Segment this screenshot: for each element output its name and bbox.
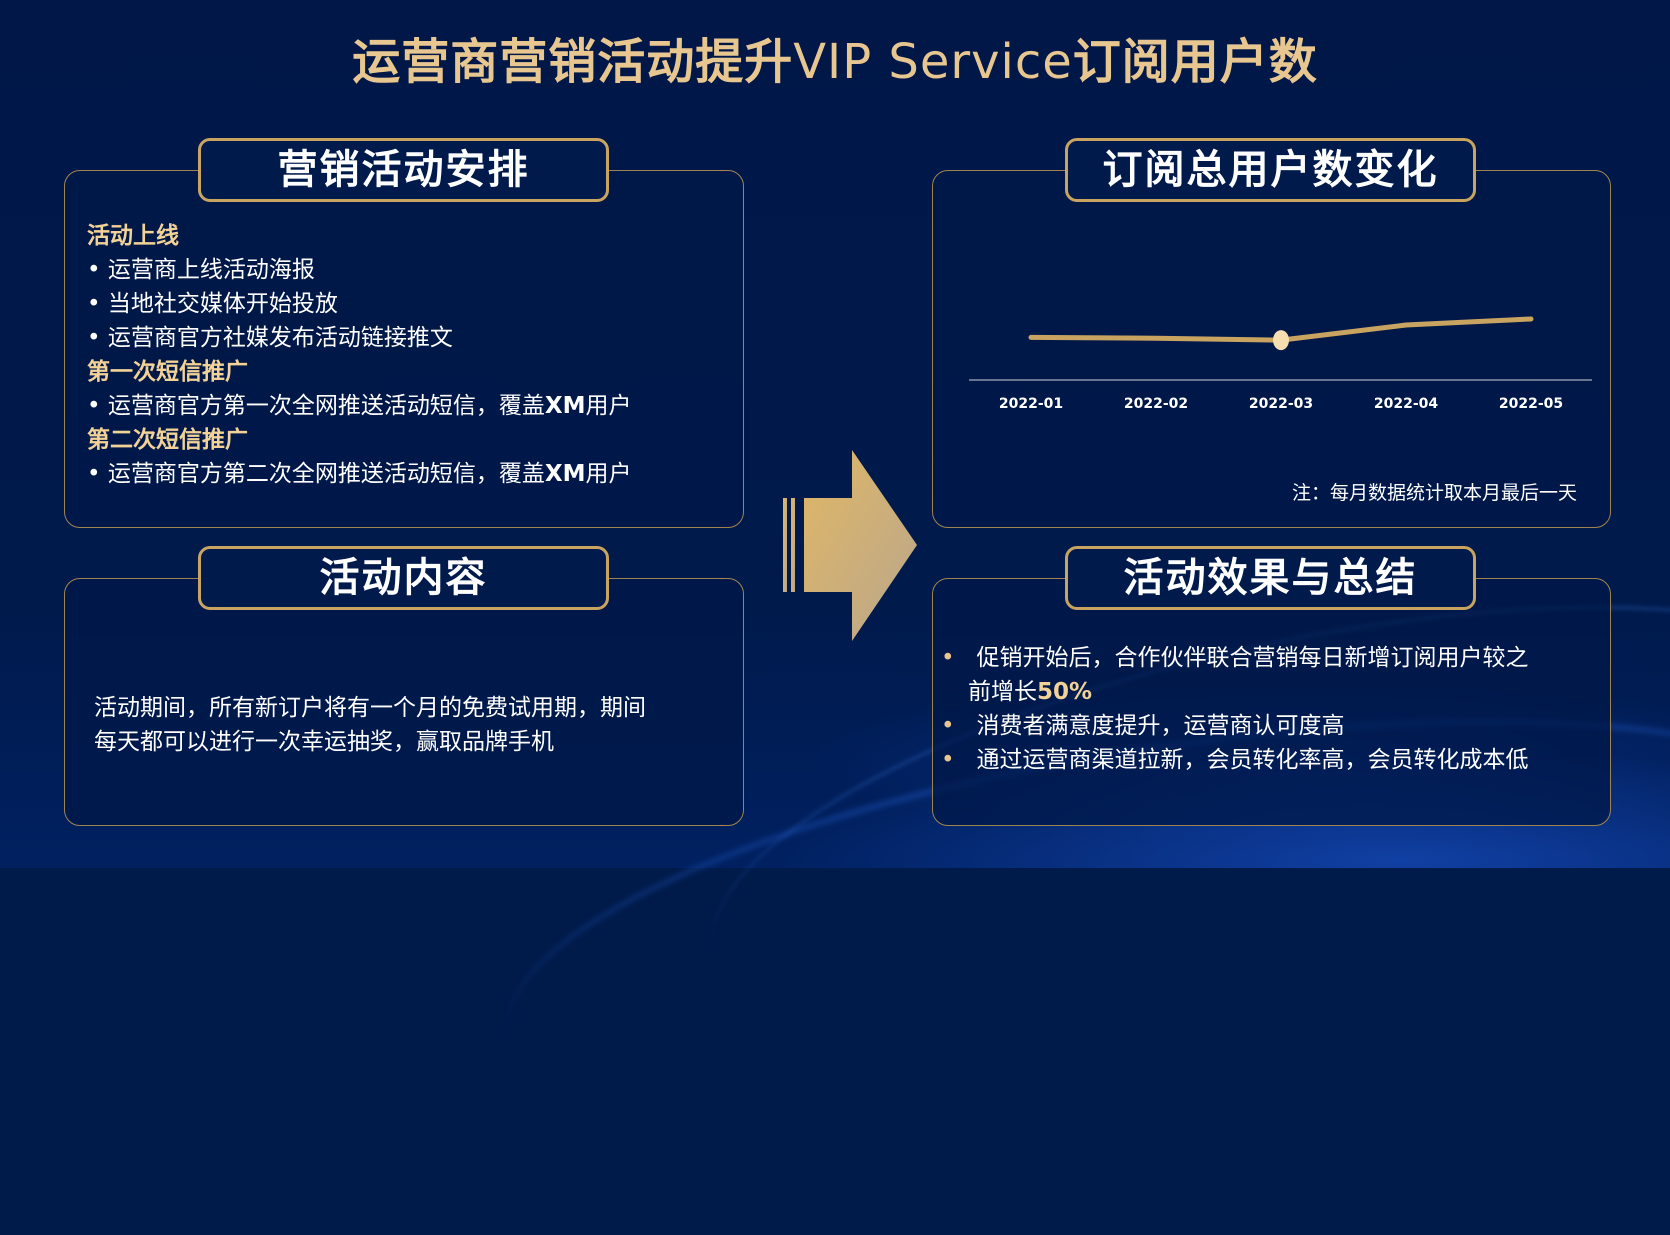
line-chart: 2022-01 2022-02 2022-03 2022-04 2022-05 [969,316,1592,412]
schedule-tab: 营销活动安排 [198,138,609,202]
list-item: • 运营商上线活动海报 [87,257,315,283]
chart-note: 注：每月数据统计取本月最后一天 [1291,482,1577,504]
chart-tab: 订阅总用户数变化 [1065,138,1476,202]
data-point-marker [1273,330,1289,351]
list-item: • 运营商官方第一次全网推送活动短信，覆盖XM用户 [87,393,632,419]
results-tab: 活动效果与总结 [1065,546,1476,610]
list-item-continuation: 前增长50% [968,679,1093,705]
content-tab: 活动内容 [198,546,609,610]
content-panel [64,578,744,826]
section-heading: 第二次短信推广 [87,427,248,453]
x-tick-label: 2022-01 [999,396,1063,412]
results-panel [932,578,1611,826]
chart-panel [932,170,1611,528]
section-heading: 第一次短信推广 [87,359,248,385]
x-tick-label: 2022-03 [1249,396,1313,412]
arrow-right-icon [783,450,917,641]
list-item: • 通过运营商渠道拉新，会员转化率高，会员转化成本低 [941,747,1529,773]
list-item: • 促销开始后，合作伙伴联合营销每日新增订阅用户较之 [941,645,1529,671]
x-tick-label: 2022-05 [1499,396,1563,412]
section-heading: 活动上线 [87,223,179,249]
x-tick-label: 2022-02 [1124,396,1188,412]
list-item: • 运营商官方第二次全网推送活动短信，覆盖XM用户 [87,461,632,487]
content-text: 活动期间，所有新订户将有一个月的免费试用期，期间 [94,695,646,721]
schedule-panel [64,170,744,528]
list-item: • 消费者满意度提升，运营商认可度高 [941,713,1345,739]
content-text: 每天都可以进行一次幸运抽奖，赢取品牌手机 [94,729,554,755]
list-item: • 运营商官方社媒发布活动链接推文 [87,325,453,351]
page-title: 运营商营销活动提升VIP Service订阅用户数 [352,34,1318,90]
list-item: • 当地社交媒体开始投放 [87,291,338,317]
x-tick-label: 2022-04 [1374,396,1439,412]
